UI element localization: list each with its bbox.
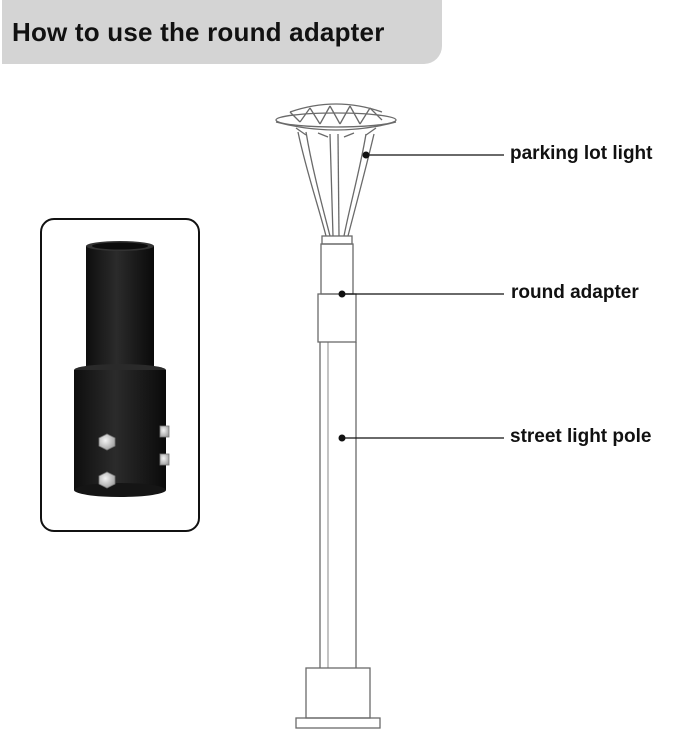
adapter-upper xyxy=(321,244,353,294)
light-collar xyxy=(322,236,352,244)
pole-footing xyxy=(296,718,380,728)
adapter-lower xyxy=(318,294,356,342)
pole-base xyxy=(306,668,370,718)
callout-dot xyxy=(339,291,346,298)
callout-dot xyxy=(339,435,346,442)
luminaire-head xyxy=(276,104,396,137)
luminaire-arms xyxy=(298,132,374,236)
label-parking-lot-light: parking lot light xyxy=(510,143,653,165)
label-street-light-pole: street light pole xyxy=(510,426,651,448)
label-round-adapter: round adapter xyxy=(511,282,639,304)
callout-dot xyxy=(363,152,370,159)
